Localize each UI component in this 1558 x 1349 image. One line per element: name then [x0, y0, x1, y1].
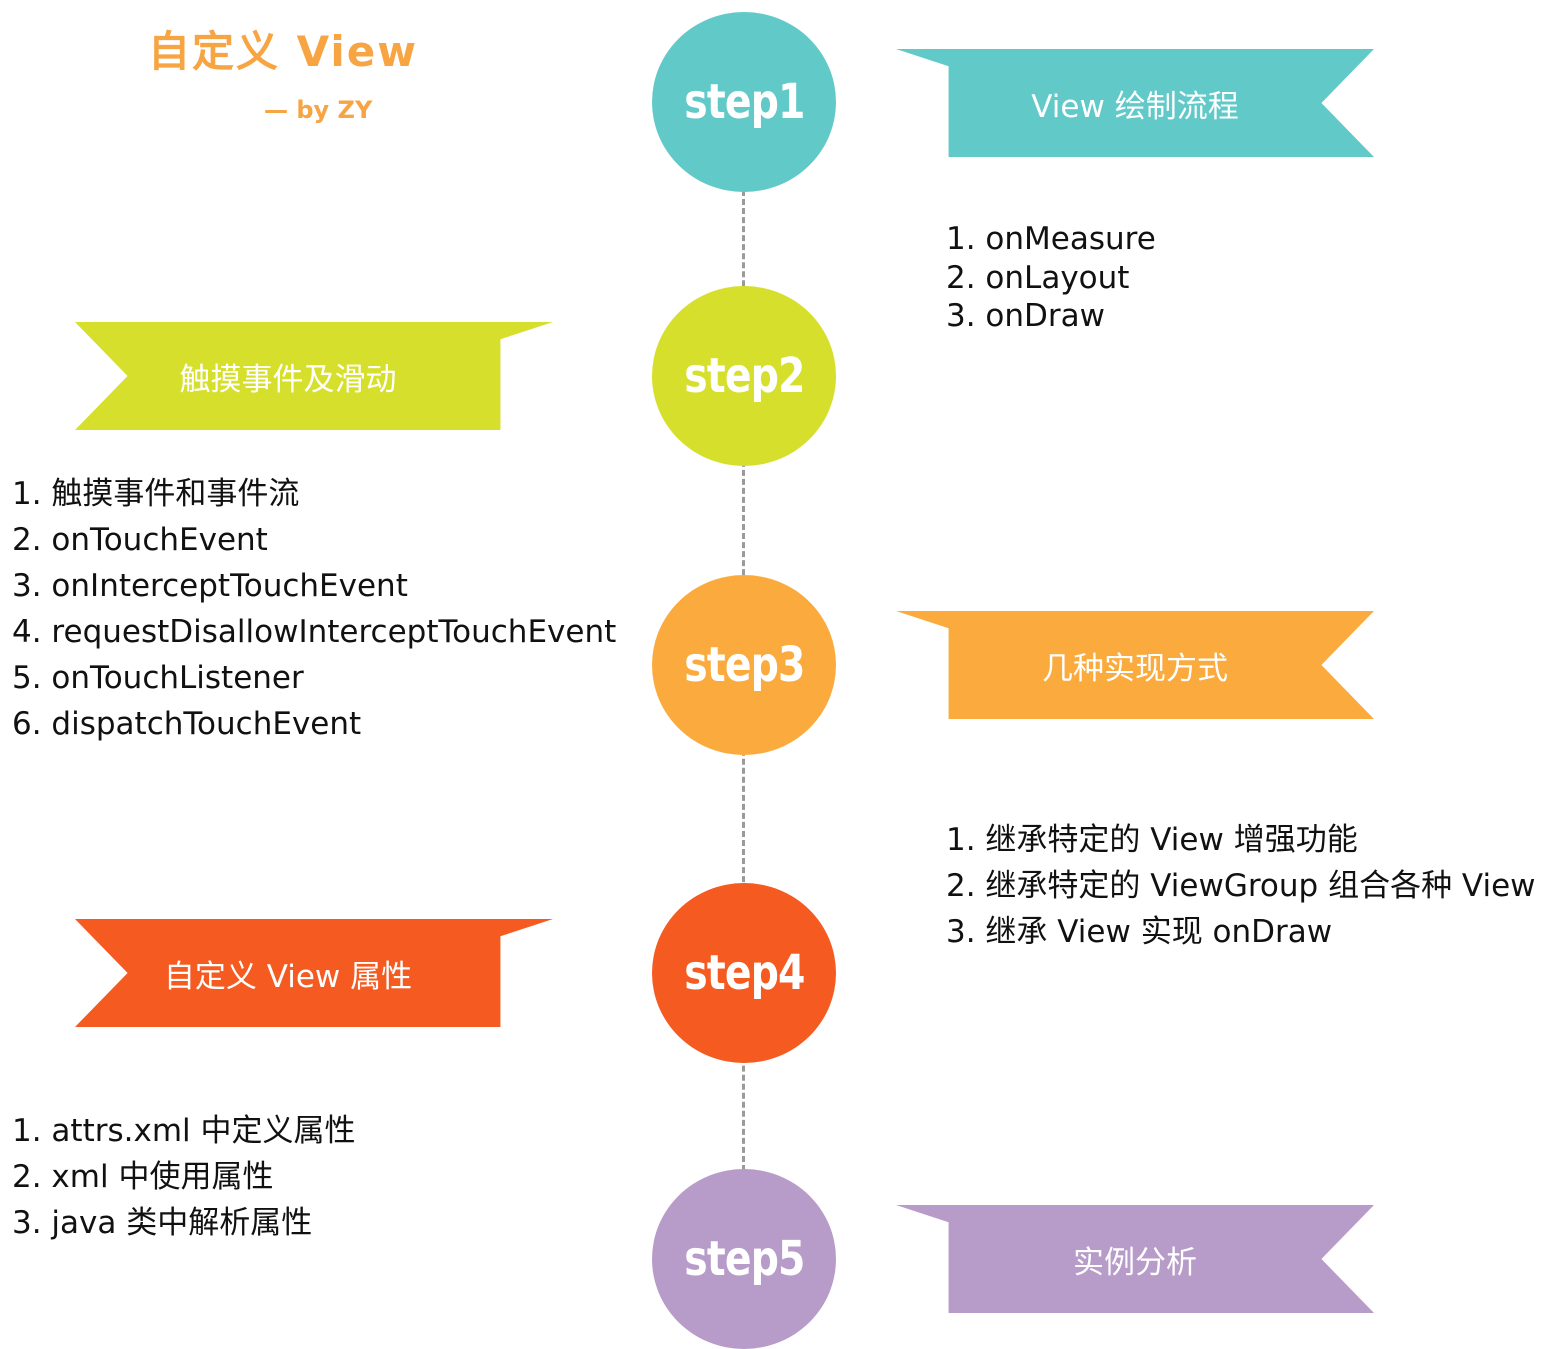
step1-ribbon-label: View 绘制流程 — [1031, 88, 1239, 125]
list-item: 3. onDraw — [946, 298, 1106, 334]
step2-label: step2 — [683, 348, 805, 404]
list-item: 1. 继承特定的 View 增强功能 — [946, 822, 1358, 858]
list-item: 3. java 类中解析属性 — [12, 1205, 313, 1241]
step4-list: 1. attrs.xml 中定义属性 2. xml 中使用属性 3. java … — [12, 1108, 356, 1246]
step4-label: step4 — [683, 945, 805, 1001]
step5-ribbon-label: 实例分析 — [1073, 1244, 1197, 1281]
step1-ribbon: View 绘制流程 — [896, 49, 1374, 157]
step5-ribbon: 实例分析 — [896, 1205, 1374, 1313]
step2-list: 1. 触摸事件和事件流 2. onTouchEvent 3. onInterce… — [12, 471, 616, 747]
step2-ribbon-label: 触摸事件及滑动 — [179, 361, 397, 398]
step2-circle: step2 — [652, 286, 836, 466]
list-item: 2. xml 中使用属性 — [12, 1159, 274, 1195]
step4-ribbon-label: 自定义 View 属性 — [163, 958, 413, 995]
step4-circle: step4 — [652, 883, 836, 1063]
author-byline: — by ZY — [264, 96, 373, 124]
step3-circle: step3 — [652, 575, 836, 755]
step2-ribbon: 触摸事件及滑动 — [75, 322, 553, 430]
list-item: 1. onMeasure — [946, 221, 1156, 257]
step1-circle: step1 — [652, 12, 836, 192]
step3-ribbon: 几种实现方式 — [896, 611, 1374, 719]
list-item: 5. onTouchListener — [12, 660, 304, 696]
step5-label: step5 — [683, 1231, 805, 1287]
step3-label: step3 — [683, 637, 805, 693]
list-item: 1. 触摸事件和事件流 — [12, 476, 300, 512]
list-item: 1. attrs.xml 中定义属性 — [12, 1113, 356, 1149]
list-item: 2. 继承特定的 ViewGroup 组合各种 View — [946, 868, 1536, 904]
list-item: 2. onLayout — [946, 259, 1130, 296]
list-item: 4. requestDisallowInterceptTouchEvent — [12, 614, 617, 650]
step3-list: 1. 继承特定的 View 增强功能 2. 继承特定的 ViewGroup 组合… — [946, 817, 1536, 955]
list-item: 3. 继承 View 实现 onDraw — [946, 914, 1333, 950]
step1-list: 1. onMeasure 2. onLayout 3. onDraw — [946, 220, 1156, 336]
page-title: 自定义 View — [148, 27, 419, 76]
list-item: 6. dispatchTouchEvent — [12, 706, 362, 742]
list-item: 2. onTouchEvent — [12, 522, 268, 558]
step5-circle: step5 — [652, 1169, 836, 1349]
step1-label: step1 — [683, 74, 805, 130]
step4-ribbon: 自定义 View 属性 — [75, 919, 553, 1027]
list-item: 3. onInterceptTouchEvent — [12, 568, 408, 604]
step3-ribbon-label: 几种实现方式 — [1042, 650, 1228, 687]
